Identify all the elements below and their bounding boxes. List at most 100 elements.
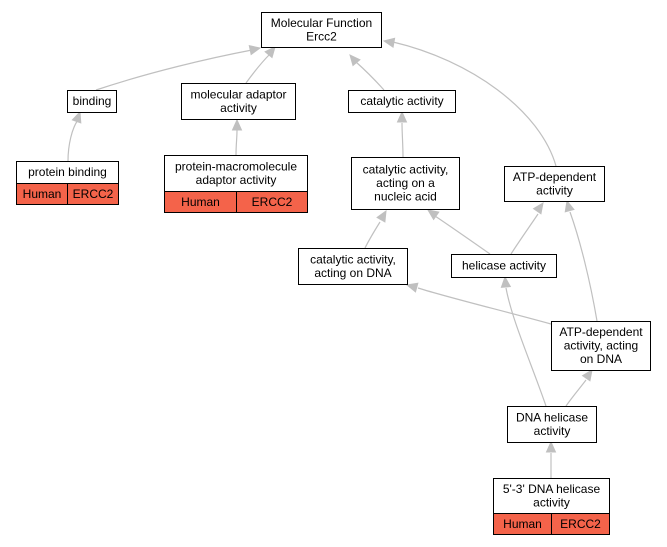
edge-atp-dependent-dna-to-catalytic-dna — [405, 282, 552, 325]
species-label: Human — [503, 517, 542, 531]
edge-line — [245, 53, 271, 84]
node-box — [298, 248, 408, 285]
species-label: Human — [181, 195, 220, 209]
edge-catalytic-dna-to-catalytic-nucleic — [364, 209, 387, 249]
arrowhead-icon — [532, 202, 544, 215]
edge-line — [565, 379, 587, 407]
node-label: binding — [73, 94, 112, 108]
edge-line — [364, 221, 381, 249]
arrowhead-icon — [564, 199, 575, 213]
node-label: ATP-dependent — [559, 325, 643, 339]
node-box — [504, 166, 605, 202]
edge-catalytic-nucleic-to-catalytic — [396, 110, 408, 158]
node-label: protein-macromolecule — [175, 159, 297, 173]
arrowhead-icon — [264, 46, 276, 59]
node-label: molecular adaptor — [190, 87, 286, 101]
edge-binding-to-root — [95, 45, 262, 91]
edge-line — [505, 287, 547, 407]
node-box — [67, 90, 117, 113]
node-label: catalytic activity, — [363, 163, 449, 177]
node-label: DNA helicase — [516, 410, 588, 424]
gene-label: ERCC2 — [73, 187, 114, 201]
node-box — [348, 90, 456, 113]
edge-helicase-to-atp-dependent — [510, 202, 544, 255]
node-label: on DNA — [580, 352, 622, 366]
node-label: activity — [534, 424, 571, 438]
node-label: activity — [536, 183, 573, 197]
species-label: Human — [23, 187, 62, 201]
node-box — [507, 406, 597, 443]
arrowhead-icon — [500, 275, 512, 288]
edge-molecular-adaptor-to-root — [245, 46, 276, 84]
edge-line — [434, 215, 491, 255]
node-label: activity, acting — [564, 339, 638, 353]
arrowhead-icon — [382, 37, 396, 49]
edge-line — [67, 119, 79, 162]
node-label: catalytic activity, — [310, 252, 396, 266]
edge-dna-helicase-to-atp-dependent-dna — [565, 369, 593, 407]
edge-protein-binding-to-binding — [67, 110, 82, 162]
edge-line — [95, 49, 253, 91]
edge-atp-dependent-to-root — [382, 37, 557, 167]
edge-line — [510, 213, 539, 255]
gene-cell — [67, 183, 119, 205]
arrowhead-icon — [349, 54, 361, 67]
edges-layer — [67, 37, 598, 478]
node-label: acting on DNA — [314, 266, 391, 280]
arrowhead-icon — [248, 45, 262, 56]
edge-line — [235, 129, 238, 156]
gene-label: ERCC2 — [252, 195, 293, 209]
node-label: ATP-dependent — [513, 170, 597, 184]
edge-protein-macro-to-molecular-adaptor — [231, 118, 243, 156]
node-label: adaptor activity — [196, 173, 277, 187]
edge-atp-dependent-dna-to-atp-dependent — [564, 199, 598, 322]
node-label: 5'-3' DNA helicase — [503, 482, 601, 496]
edge-catalytic-to-root — [349, 54, 385, 91]
node-box — [451, 254, 557, 278]
node-catalytic-dna[interactable]: catalytic activity,acting on DNA — [298, 248, 408, 285]
node-box — [351, 157, 460, 210]
gene-label: ERCC2 — [560, 517, 601, 531]
arrowhead-icon — [427, 209, 440, 221]
node-label: acting on a — [376, 176, 435, 190]
node-label: nucleic acid — [374, 190, 437, 204]
node-helicase[interactable]: helicase activity — [451, 254, 557, 278]
edge-line — [392, 41, 557, 167]
node-label: activity — [220, 101, 257, 115]
node-label: helicase activity — [462, 259, 546, 273]
arrowhead-icon — [405, 282, 419, 293]
arrowhead-icon — [376, 209, 387, 223]
node-box — [181, 83, 296, 120]
arrowhead-icon — [545, 440, 557, 453]
edge-helicase-53-to-dna-helicase — [545, 440, 557, 478]
node-box — [551, 321, 651, 371]
arrowhead-icon — [396, 110, 408, 123]
gene-cell — [236, 191, 308, 213]
node-label: protein binding — [28, 165, 107, 179]
edge-line — [569, 211, 598, 322]
arrowhead-icon — [231, 118, 243, 131]
edge-helicase-to-catalytic-nucleic — [427, 209, 491, 255]
arrowhead-icon — [581, 369, 593, 382]
edge-dna-helicase-to-helicase — [500, 275, 547, 407]
edge-line — [417, 287, 552, 325]
node-box — [261, 12, 382, 48]
edge-line — [401, 122, 404, 158]
gene-cell — [551, 513, 610, 535]
node-binding[interactable]: binding — [67, 90, 117, 113]
node-label: activity — [533, 495, 570, 509]
node-label: Molecular Function — [271, 16, 372, 30]
node-label: catalytic activity — [360, 94, 443, 108]
node-catalytic[interactable]: catalytic activity — [348, 90, 456, 113]
